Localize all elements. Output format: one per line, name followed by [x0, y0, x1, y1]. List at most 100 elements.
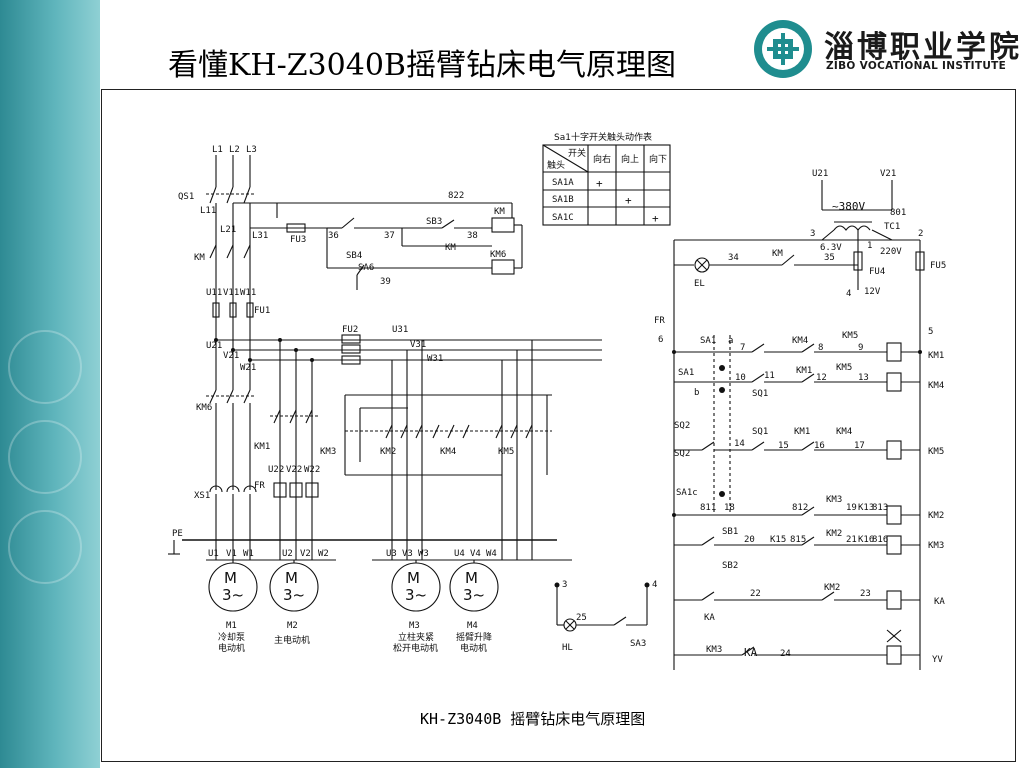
table-col-right: 向右 [593, 153, 611, 165]
label-7: 7 [740, 343, 745, 353]
label-fu3: FU3 [290, 235, 306, 245]
table-col-up: 向上 [621, 153, 639, 165]
label-km3-r7: KM3 [706, 645, 722, 655]
label-m1-name1: 冷却泵 [218, 631, 245, 643]
label-k16: K16 [858, 535, 874, 545]
label-w22: W22 [304, 465, 320, 475]
label-m2-name: 主电动机 [274, 634, 310, 646]
label-km1-coil: KM1 [928, 351, 944, 361]
label-km1: KM1 [254, 442, 270, 452]
label-el: EL [694, 279, 705, 289]
band-ornament [8, 510, 82, 584]
label-16: 16 [814, 441, 825, 451]
label-km3: KM3 [320, 447, 336, 457]
label-ka-coil: KA [934, 597, 945, 607]
label-4: 4 [846, 289, 851, 299]
label-yv: YV [932, 655, 943, 665]
label-24: 24 [780, 649, 791, 659]
label-km2-r5: KM2 [826, 529, 842, 539]
motor-m4-symbol: M [465, 569, 478, 587]
label-ka-contact: KA [704, 613, 715, 623]
band-ornament [8, 330, 82, 404]
label-sq2-b: SQ2 [674, 449, 690, 459]
label-km5-r2: KM5 [836, 363, 852, 373]
motor-m1-phase: 3~ [222, 586, 244, 604]
label-km5-coil: KM5 [928, 447, 944, 457]
label-v31: V31 [410, 340, 426, 350]
label-21: 21 [846, 535, 857, 545]
label-u31: U31 [392, 325, 408, 335]
label-m-w4: W4 [486, 549, 497, 559]
motor-m2-symbol: M [285, 569, 298, 587]
label-hl: HL [562, 643, 573, 653]
motor-m3-phase: 3~ [405, 586, 427, 604]
label-a: a [728, 336, 733, 346]
label-pe: PE [172, 529, 183, 539]
label-m4-name1: 摇臂升降 [456, 631, 492, 643]
label-811: 811 [700, 503, 716, 513]
institute-emblem-icon [754, 20, 812, 78]
label-b: b [694, 388, 699, 398]
label-km4-r3: KM4 [836, 427, 852, 437]
label-34: 34 [728, 253, 739, 263]
label-815: 815 [790, 535, 806, 545]
motor-m1-symbol: M [224, 569, 237, 587]
label-822: 822 [448, 191, 464, 201]
label-11: 11 [764, 371, 775, 381]
label-25: 25 [576, 613, 587, 623]
label-km-small: KM [445, 243, 456, 253]
table-mark: + [652, 212, 659, 225]
label-12: 12 [816, 373, 827, 383]
label-hl-4: 4 [652, 580, 657, 590]
label-m1-name2: 电动机 [218, 642, 245, 654]
label-m-v4: V4 [470, 549, 481, 559]
label-u21: U21 [206, 341, 222, 351]
label-6-3v: 6.3V [820, 243, 842, 253]
label-6: 6 [658, 335, 663, 345]
label-v11: V11 [223, 288, 239, 298]
label-l21: L21 [220, 225, 236, 235]
label-l31: L31 [252, 231, 268, 241]
label-km4-coil: KM4 [928, 381, 944, 391]
label-sq1-r2: SQ1 [752, 389, 768, 399]
label-13: 13 [858, 373, 869, 383]
label-qs1: QS1 [178, 192, 194, 202]
diagram-caption: KH-Z3040B 摇臂钻床电气原理图 [420, 710, 646, 728]
table-col-down: 向下 [649, 153, 667, 165]
motor-m4-phase: 3~ [463, 586, 485, 604]
label-20: 20 [744, 535, 755, 545]
label-l11: L11 [200, 206, 216, 216]
label-m-w3: W3 [418, 549, 429, 559]
label-8: 8 [818, 343, 823, 353]
label-hl-3: 3 [562, 580, 567, 590]
label-sa3: SA3 [630, 639, 646, 649]
label-14: 14 [734, 439, 745, 449]
label-39: 39 [380, 277, 391, 287]
label-km4: KM4 [440, 447, 456, 457]
table-mark: + [625, 194, 632, 207]
label-tu21: U21 [812, 169, 828, 179]
schematic-frame: Sa1十字开关触头动作表 开关 触头 向右 向上 向下 SA1A SA1B SA… [101, 89, 1016, 762]
label-37: 37 [384, 231, 395, 241]
label-km3-r4: KM3 [826, 495, 842, 505]
table-row-sa1b: SA1B [552, 195, 574, 205]
label-km5: KM5 [498, 447, 514, 457]
label-km6-coil: KM6 [490, 250, 506, 260]
label-km1-r3: KM1 [794, 427, 810, 437]
label-l1: L1 [212, 145, 223, 155]
label-813: 813 [872, 503, 888, 513]
label-u11: U11 [206, 288, 222, 298]
label-sb3: SB3 [426, 217, 442, 227]
label-l2: L2 [229, 145, 240, 155]
label-km5-r1: KM5 [842, 331, 858, 341]
label-km2-r6: KM2 [824, 583, 840, 593]
label-sa1-b: SA1 [678, 368, 694, 378]
label-m-w1: W1 [243, 549, 254, 559]
table-title: Sa1十字开关触头动作表 [554, 131, 652, 143]
label-sa1c: SA1c [676, 488, 698, 498]
label-m-u2: U2 [282, 549, 293, 559]
label-k15: K15 [770, 535, 786, 545]
label-km6: KM6 [196, 403, 212, 413]
label-l3: L3 [246, 145, 257, 155]
label-sb4: SB4 [346, 251, 362, 261]
